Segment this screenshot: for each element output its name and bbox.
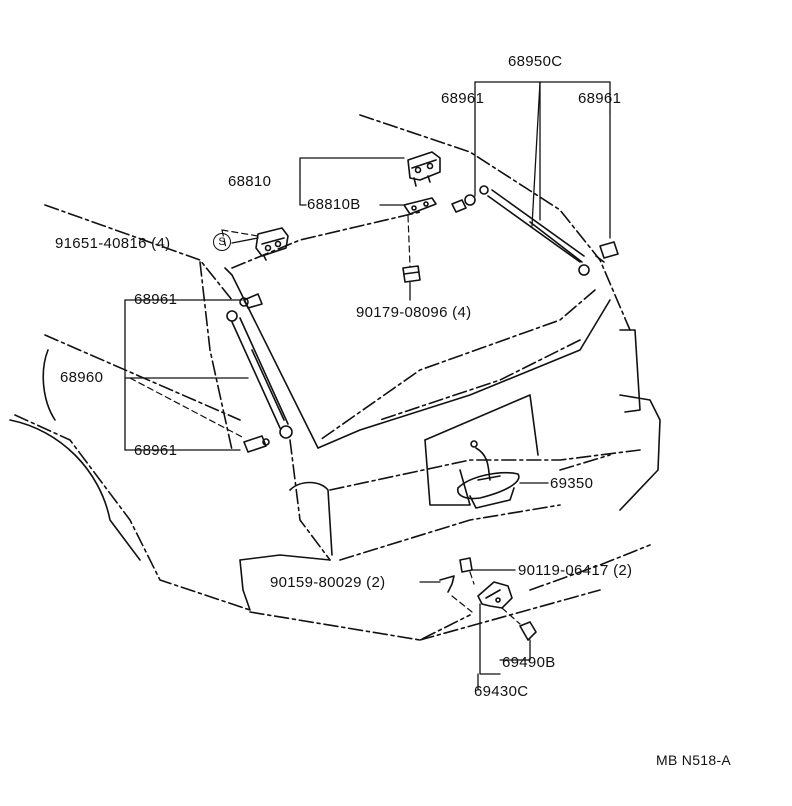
label-69490b: 69490B [502, 654, 556, 671]
ball-stud-bottom-left-icon [243, 435, 270, 453]
label-91651-40816: 91651-40816 (4) [55, 235, 171, 252]
lock-69350-icon [456, 440, 520, 509]
label-90119-06417: 90119-06417 (2) [518, 562, 633, 579]
ball-stud-top-left-icon [451, 194, 476, 213]
s-symbol-icon: S [213, 233, 231, 251]
ball-stud-top-right-icon [595, 241, 619, 263]
ball-stud-mid-left-icon [239, 293, 263, 309]
screw-90119-icon [459, 557, 473, 573]
label-90179-08096: 90179-08096 (4) [356, 304, 472, 321]
dashed-connectors [129, 215, 521, 625]
label-69350: 69350 [550, 475, 594, 492]
label-68961-top-right: 68961 [578, 90, 622, 107]
label-68961-top-left: 68961 [441, 90, 485, 107]
label-68961-mid-left: 68961 [134, 291, 178, 308]
label-68810b: 68810B [307, 196, 361, 213]
label-68950c: 68950C [508, 53, 563, 70]
hinge-bracket-68810b-icon [403, 197, 437, 215]
screw-90159-icon [439, 575, 455, 593]
hinge-68810-icon [407, 151, 441, 187]
leader-lines [124, 81, 611, 691]
striker-69430c-icon [477, 581, 513, 609]
cushion-69490b-icon [519, 621, 537, 641]
label-90159-80029: 90159-80029 (2) [270, 574, 386, 591]
label-68960: 68960 [60, 369, 104, 386]
rear-hatch-outline [9, 267, 661, 611]
bolt-90179-icon [402, 265, 421, 283]
gas-strut-right-icon [479, 185, 590, 276]
vehicle-body-outline [14, 114, 651, 641]
gas-strut-left-icon [226, 310, 293, 439]
label-69430c: 69430C [474, 683, 529, 700]
label-68961-bottom-left: 68961 [134, 442, 178, 459]
diagram-code: MB N518-A [656, 752, 732, 768]
label-68810: 68810 [228, 173, 272, 190]
hinge-left-icon [255, 227, 289, 261]
